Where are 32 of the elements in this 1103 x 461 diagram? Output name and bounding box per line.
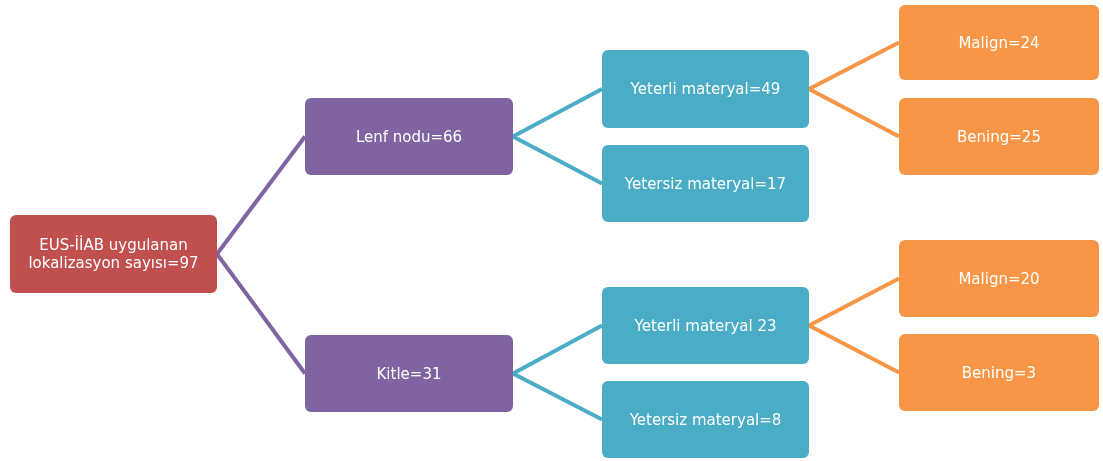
connector-line (808, 276, 900, 328)
box-label: Bening=3 (961, 363, 1037, 382)
process-box (305, 335, 513, 412)
process-box (899, 98, 1099, 175)
connector-line (215, 135, 307, 256)
box-label: Lenf nodu=66 (355, 127, 463, 146)
process-box (10, 215, 217, 293)
connector-line (215, 252, 307, 375)
process-box (602, 381, 809, 458)
connector-line (512, 371, 603, 422)
process-box (899, 334, 1099, 411)
connector-line (512, 323, 603, 376)
connector-line (808, 323, 900, 375)
box-label: Yetersiz materyal=17 (624, 174, 787, 193)
box-label: Kitle=31 (376, 364, 442, 383)
process-box (602, 287, 809, 364)
process-box (602, 50, 809, 128)
box-label: Yeterli materyal=49 (630, 80, 781, 98)
box-label: Malign=20 (958, 269, 1040, 288)
connector-line (512, 87, 603, 139)
box-label: Malign=24 (958, 33, 1040, 52)
process-box (305, 98, 513, 175)
box-label: Yetersiz materyal=8 (629, 410, 782, 429)
box-label: EUS-İİAB uygulanan lokalizasyon sayısı=97 (27, 236, 200, 272)
connector-line (808, 87, 900, 139)
process-box (899, 240, 1099, 317)
connector-line (512, 134, 603, 186)
process-box (899, 5, 1099, 80)
connector-line (808, 40, 900, 91)
process-box (602, 145, 809, 222)
box-label: Bening=25 (957, 127, 1041, 146)
box-label: Yeterli materyal 23 (634, 316, 777, 335)
